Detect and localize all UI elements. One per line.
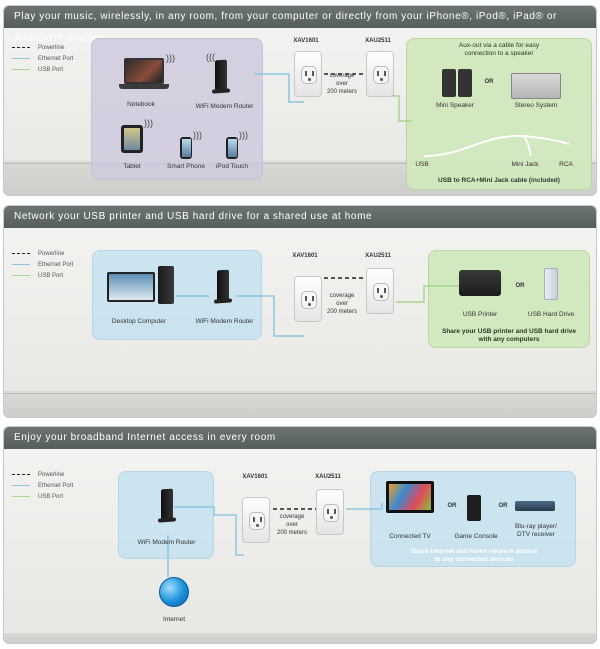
legend: Powerline Ethernet Port USB Port <box>12 248 73 281</box>
wifi-router-icon <box>217 269 229 301</box>
wiring <box>176 277 464 337</box>
or-label: OR <box>484 79 494 85</box>
section-printer-title: Network your USB printer and USB hard dr… <box>4 206 596 228</box>
adapter-xav1601-label: XAV1601 <box>293 38 319 44</box>
legend: Powerline Ethernet Port USB Port <box>12 42 73 75</box>
printer-caption: Share your USB printer and USB hard driv… <box>441 328 576 343</box>
tv-label: Connected TV <box>389 533 431 540</box>
aux-note: Aux-out via a cable for easy connection … <box>458 42 540 57</box>
powerline-legend-line <box>12 474 30 475</box>
xau2511-adapter <box>316 489 344 535</box>
internet-globe-icon <box>159 577 189 607</box>
ethernet-legend-line <box>12 485 30 486</box>
desktop-tower-icon <box>158 266 174 304</box>
section-internet-title: Enjoy your broadband Internet access in … <box>4 427 596 449</box>
adapter-xau2511-label: XAU2511 <box>315 474 341 480</box>
or-label: OR <box>447 503 457 509</box>
section-printer-panel: Network your USB printer and USB hard dr… <box>3 205 597 418</box>
hdd-label: USB Hard Drive <box>527 311 575 318</box>
wifi-router-icon <box>161 488 173 520</box>
notebook-label: Notebook <box>127 101 155 108</box>
or-label: OR <box>515 283 525 289</box>
mini-jack-label: Mini Jack <box>511 161 539 168</box>
stereo-label: Stereo System <box>514 102 558 109</box>
mini-speaker-icon <box>458 69 472 97</box>
or-label: OR <box>498 503 508 509</box>
floor <box>4 391 596 417</box>
usb-legend-line <box>12 275 30 276</box>
adapter-xav1601-label: XAV1601 <box>242 474 268 480</box>
ethernet-legend-line <box>12 58 30 59</box>
cable-note: USB to RCA+Mini Jack cable (included) <box>438 177 560 184</box>
router-label: WiFi Modem Router <box>195 103 254 110</box>
xau2511-adapter <box>366 51 394 97</box>
ethernet-legend-line <box>12 264 30 265</box>
mini-speaker-icon <box>442 69 456 97</box>
connected-tv-icon <box>386 481 434 513</box>
adapter-xau2511-label: XAU2511 <box>365 253 391 259</box>
adapter-xav1601-label: XAV1601 <box>292 253 318 259</box>
section-music-panel: Play your music, wirelessly, in any room… <box>3 5 597 196</box>
desktop-monitor-icon <box>107 272 155 302</box>
router-label: WiFi Modem Router <box>195 318 254 325</box>
printer-label: USB Printer <box>462 311 498 318</box>
xav1601-adapter <box>294 51 322 97</box>
bluray-player-icon <box>515 501 555 511</box>
legend: Powerline Ethernet Port USB Port <box>12 469 73 502</box>
adapter-xau2511-label: XAU2511 <box>365 38 391 44</box>
mini-speaker-label: Mini Speaker <box>436 102 474 109</box>
ipod-icon <box>226 137 238 159</box>
stereo-system-icon <box>511 73 561 99</box>
xav1601-adapter <box>242 497 270 543</box>
wifi-signal-icon: ))) <box>144 118 153 128</box>
xau2511-adapter <box>366 268 394 314</box>
xav1601-adapter <box>294 276 322 322</box>
rca-label: RCA <box>559 161 573 168</box>
wifi-signal-icon: ))) <box>193 130 202 140</box>
usb-legend-line <box>12 69 30 70</box>
tablet-label: Tablet <box>123 163 141 170</box>
wifi-signal-icon: ((( <box>206 52 215 62</box>
bluray-label: Blu-ray player/DTV receiver <box>515 523 557 538</box>
audio-output-zone <box>406 38 592 190</box>
wiring <box>167 503 383 577</box>
console-label: Game Console <box>454 533 498 540</box>
usb-legend-line <box>12 496 30 497</box>
usb-devices-zone <box>428 250 590 348</box>
powerline-legend-line <box>12 47 30 48</box>
wiring <box>254 73 570 157</box>
usb-hard-drive-icon <box>544 268 558 300</box>
section-music-title: Play your music, wirelessly, in any room… <box>4 6 596 44</box>
wifi-signal-icon: ))) <box>166 53 175 63</box>
smartphone-label: Smart Phone <box>167 163 205 170</box>
section-internet-panel: Enjoy your broadband Internet access in … <box>3 426 597 644</box>
internet-label: Internet <box>162 616 186 623</box>
wifi-signal-icon: ))) <box>239 130 248 140</box>
desktop-label: Desktop Computer <box>111 318 167 325</box>
game-console-icon <box>467 495 481 521</box>
floor <box>4 633 596 643</box>
powerline-legend-line <box>12 253 30 254</box>
wifi-router-icon <box>215 59 227 91</box>
usb-printer-icon <box>459 270 501 296</box>
ipod-label: iPod Touch <box>215 163 249 170</box>
smartphone-icon <box>180 137 192 159</box>
tablet-icon <box>121 125 143 153</box>
notebook-icon <box>119 58 169 89</box>
router-label: WiFi Modem Router <box>137 539 196 546</box>
usb-connector-label: USB <box>415 161 429 168</box>
